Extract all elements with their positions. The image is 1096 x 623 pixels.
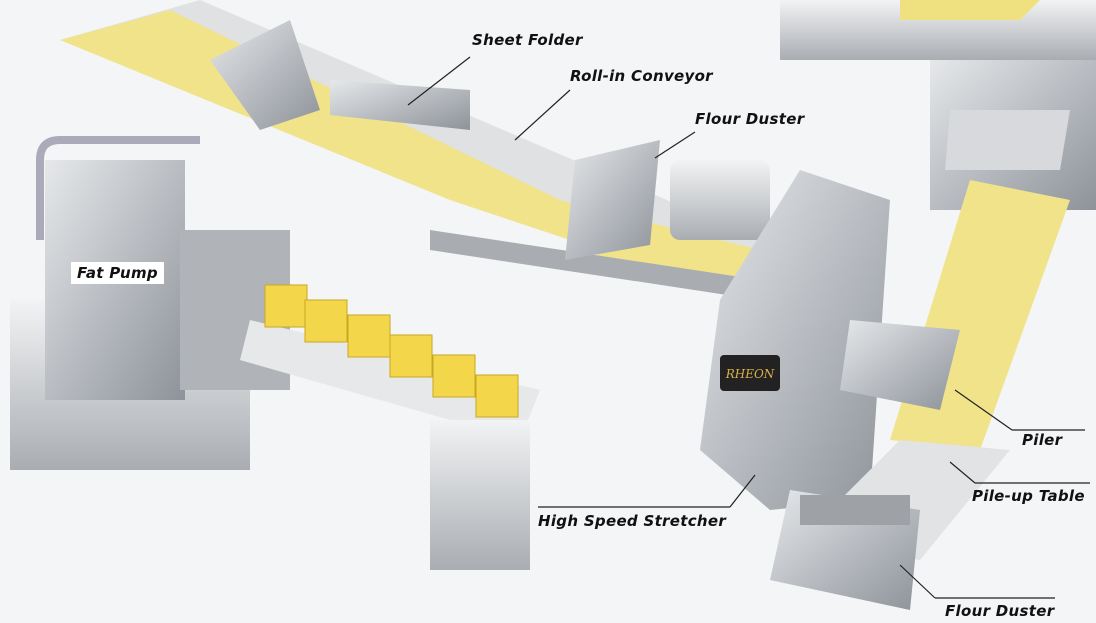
label-high-speed-stretcher: High Speed Stretcher xyxy=(538,512,727,530)
label-roll-in-conveyor: Roll-in Conveyor xyxy=(570,67,713,85)
leader-lines xyxy=(407,56,1090,599)
leader-flour-duster-bottom-2 xyxy=(899,564,936,599)
fat-pump xyxy=(10,136,290,470)
leader-sheet-folder xyxy=(407,56,471,106)
label-pile-up-table: Pile-up Table xyxy=(972,487,1085,505)
leader-pile-up-table-2 xyxy=(949,461,976,484)
high-speed-stretcher: RHEON xyxy=(700,170,890,510)
label-sheet-folder: Sheet Folder xyxy=(472,31,583,49)
leader-piler-2 xyxy=(954,389,1013,431)
leader-roll-in-conveyor xyxy=(514,89,571,141)
svg-text:RHEON: RHEON xyxy=(725,367,775,381)
flour-duster-bottom xyxy=(770,490,920,610)
upper-right-machinery xyxy=(780,0,1096,210)
label-fat-pump: Fat Pump xyxy=(71,262,164,284)
label-flour-duster-top: Flour Duster xyxy=(695,110,805,128)
leader-high-speed-stretcher-2 xyxy=(729,474,756,508)
fat-conveyor xyxy=(240,284,540,570)
label-flour-duster-bottom: Flour Duster xyxy=(945,602,1055,620)
leader-flour-duster-top xyxy=(654,131,696,159)
sheet-folder xyxy=(210,20,470,130)
flour-duster-top xyxy=(565,140,770,260)
label-piler: Piler xyxy=(1022,431,1063,449)
